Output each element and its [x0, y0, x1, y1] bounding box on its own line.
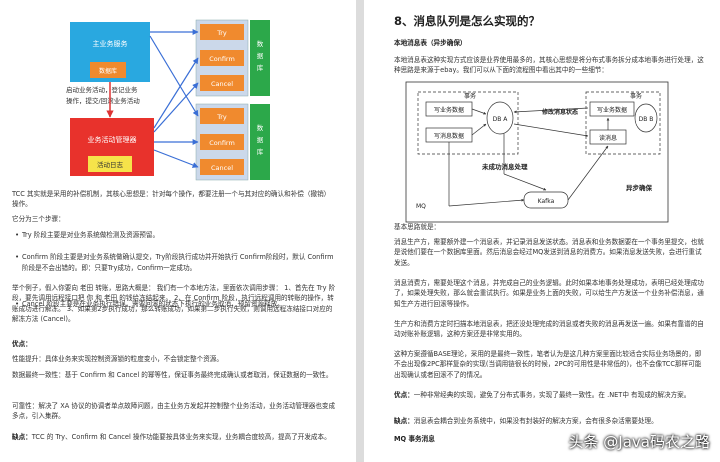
write-message-label: 写消息数据	[434, 132, 464, 140]
right-page: 8、消息队列是怎么实现的？ 本地消息表（异步确保） 本地消息表这种实现方式应该是…	[364, 0, 720, 462]
lower-confirm-label: Confirm	[209, 139, 235, 147]
write-business-label-left: 写业务数据	[434, 106, 464, 114]
upper-database-label: 数据库	[257, 39, 264, 72]
local-message-diagram: 事务 写业务数据 写消息数据 DB A 修改消息状态 事务 写业务数据 DB B…	[405, 81, 669, 223]
lower-cancel-box	[200, 159, 244, 175]
upper-confirm-label: Confirm	[209, 55, 235, 63]
pros-consistency: 数据最终一致性：基于 Confirm 和 Cancel 的幂等性，保证事务最终完…	[12, 371, 333, 379]
write-business-label-right: 写业务数据	[597, 106, 627, 114]
db-a-cylinder	[486, 101, 514, 135]
cons-text: TCC 的 Try、Confirm 和 Cancel 操作功能要按具体业务来实现…	[31, 433, 331, 441]
mq-label: MQ	[416, 203, 426, 210]
base-theory-paragraph: 这种方案遵循BASE理论，采用的是最终一致性，笔者认为是这几种方案里面比较适合实…	[394, 350, 702, 379]
basic-idea-heading: 基本思路就是：	[394, 223, 441, 231]
step-confirm: Confirm 阶段主要是对业务系统做确认提交，Try阶段执行成功并开始执行 C…	[14, 252, 336, 273]
read-message-label: 读消息	[599, 134, 617, 142]
pros-label: 优点：	[394, 391, 414, 399]
producer-paragraph: 消息生产方，需要额外建一个消息表，并记录消息发送状态。消息表和业务数据要在一个事…	[394, 238, 704, 267]
kafka-label: Kafka	[538, 198, 555, 205]
cons-paragraph: 缺点：TCC 的 Try、Confirm 和 Cancel 操作功能要按具体业务…	[12, 432, 336, 442]
scan-paragraph: 生产方和消费方定时扫描本地消息表，把还没处理完成的消息或者失败的消息再发送一遍。…	[394, 320, 704, 339]
upper-try-label: Try	[216, 29, 227, 37]
page-gutter	[356, 0, 364, 462]
local-message-table-heading: 本地消息表（异步确保）	[394, 39, 467, 47]
upper-cancel-label: Cancel	[211, 80, 233, 88]
write-business-box-right	[589, 101, 635, 117]
db-a-label: DB A	[493, 116, 509, 123]
lower-try-label: Try	[216, 113, 227, 121]
consumer-transaction-label: 事务	[630, 92, 642, 100]
activity-log-label: 活动日志	[97, 160, 124, 169]
lower-confirm-box	[200, 134, 244, 150]
step-try: Try 阶段主要是对业务系统做检测及资源预留。	[14, 230, 336, 241]
pros-reliability: 可靠性：解决了 XA 协议的协调者单点故障问题，由主业务方发起并控制整个业务活动…	[12, 402, 336, 421]
tcc-intro: TCC 其实就是采用的补偿机制，其核心思想是：针对每个操作，都要注册一个与其对应…	[12, 190, 331, 209]
lower-try-box	[200, 108, 244, 124]
example-paragraph: 举个例子，假入你要向 老田 转账，思路大概是： 我们有一个本地方法，里面依次调用…	[12, 284, 336, 324]
db-b-cylinder	[634, 103, 658, 133]
activity-manager-label: 业务活动管理器	[88, 135, 137, 144]
consumer-transaction-box	[585, 91, 661, 155]
left-page: 主业务服务 数据库 启动业务活动，登记业务 操作，提交/回滚业务活动 业务活动管…	[0, 0, 356, 462]
pros-paragraph: 优点：一种非常经典的实现，避免了分布式事务，实现了最终一致性。在 .NET中 有…	[394, 390, 706, 400]
start-activity-text: 启动业务活动，登记业务	[66, 85, 138, 94]
cons-label-right: 缺点：	[394, 417, 414, 425]
mq-transaction-heading: MQ 事务消息	[394, 435, 435, 443]
consumer-paragraph: 消息消费方，需要处理这个消息，并完成自己的业务逻辑。此时如果本地事务处理成功，表…	[394, 279, 704, 308]
lower-cancel-label: Cancel	[211, 164, 233, 172]
pros-performance: 性能提升：具体业务来实现控制资源锁的粒度变小，不会锁定整个资源。	[12, 355, 223, 363]
unfinished-message-label: 未成功消息处理	[482, 162, 528, 171]
upper-confirm-box	[200, 50, 244, 66]
db-box	[90, 62, 126, 78]
upper-try-box	[200, 24, 244, 40]
producer-transaction-box	[417, 91, 519, 155]
cons-paragraph-right: 缺点：消息表会耦合到业务系统中，如果没有封装好的解决方案，会有很多杂活需要处理。	[394, 416, 706, 426]
watermark: 头条 @Java码农之路	[568, 433, 710, 451]
section-title: 8、消息队列是怎么实现的？	[394, 14, 541, 28]
lower-database-box	[250, 104, 270, 180]
step-cancel: Cancel 阶段主要是在业务执行错误，需要回滚的状态下执行的业务取消，预留资源…	[14, 299, 336, 310]
upper-database-box	[250, 20, 270, 96]
pros-heading: 优点：	[12, 340, 32, 348]
pros-text: 一种非常经典的实现，避免了分布式事务，实现了最终一致性。在 .NET中 有现成的…	[413, 391, 691, 399]
steps-intro: 它分为三个步骤：	[12, 215, 65, 223]
tcc-diagram: 主业务服务 数据库 启动业务活动，登记业务 操作，提交/回滚业务活动 业务活动管…	[66, 19, 270, 181]
modify-status-label: 修改消息状态	[541, 108, 578, 116]
lower-database-label: 数据库	[257, 123, 264, 156]
db-label: 数据库	[99, 67, 117, 75]
cons-label: 缺点：	[12, 433, 32, 441]
upper-cancel-box	[200, 75, 244, 91]
producer-transaction-label: 事务	[464, 92, 476, 100]
local-message-intro: 本地消息表这种实现方式应该是业界使用最多的，其核心思想是将分布式事务拆分成本地事…	[394, 56, 704, 75]
cons-text-right: 消息表会耦合到业务系统中，如果没有封装好的解决方案，会有很多杂活需要处理。	[413, 417, 658, 425]
async-ensure-label: 异步确保	[626, 183, 653, 192]
submit-activity-text: 操作，提交/回滚业务活动	[66, 96, 140, 105]
main-service-label: 主业务服务	[93, 39, 128, 48]
activity-log-box	[88, 156, 132, 172]
db-b-label: DB B	[639, 116, 654, 123]
